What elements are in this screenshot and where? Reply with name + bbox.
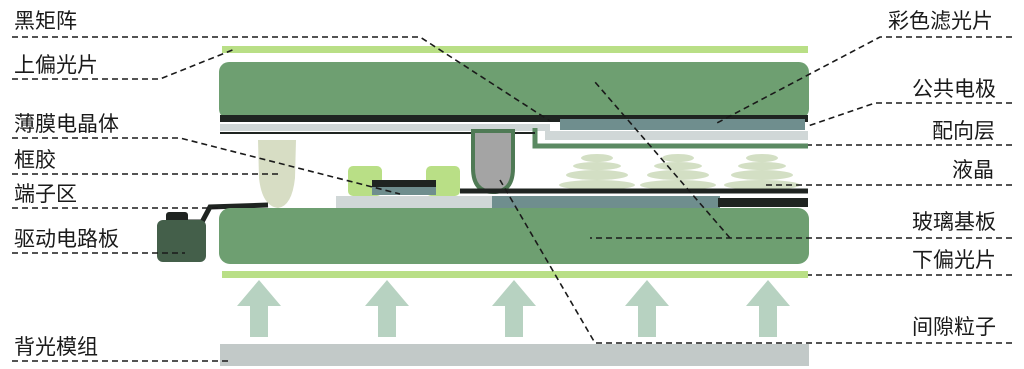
lower-black-strip (718, 198, 808, 207)
label-terminal-area: 端子区 (14, 182, 77, 206)
label-liquid-crystal: 液晶 (952, 158, 994, 182)
tft-channel-layer (372, 187, 436, 195)
lower-polarizer (222, 271, 808, 278)
light-arrow-icon (746, 280, 790, 337)
light-arrow-icon (492, 280, 536, 337)
label-black-matrix: 黑矩阵 (14, 9, 77, 33)
upper-alignment-layer-right (545, 131, 808, 140)
label-backlight-module: 背光模组 (14, 335, 98, 359)
label-sealant: 框胶 (14, 148, 56, 172)
backlight-module (220, 344, 809, 366)
light-arrow-icon (625, 280, 669, 337)
upper-alignment-layer (220, 124, 550, 131)
liquid-crystal-group (559, 154, 800, 190)
leader-black-matrix (12, 36, 551, 122)
color-filter (560, 119, 805, 130)
label-lower-polarizer: 下偏光片 (912, 248, 996, 272)
spacer-ball (471, 129, 515, 195)
leader-glass-substrate-2 (594, 81, 731, 239)
label-upper-polarizer: 上偏光片 (14, 53, 98, 77)
light-arrow-icon (237, 280, 281, 337)
upper-polarizer (222, 46, 808, 53)
leader-spacer (499, 179, 1012, 344)
label-common-electrode: 公共电极 (912, 77, 996, 101)
upper-glass-substrate (219, 62, 809, 119)
backlight-arrows (237, 280, 790, 337)
tft-channel (372, 180, 436, 189)
leader-upper-polarizer (12, 48, 236, 80)
driver-circuit-board (157, 220, 206, 262)
light-arrow-icon (365, 280, 409, 337)
leader-common-electrode (807, 102, 1012, 127)
black-matrix-layer (220, 115, 808, 122)
label-driver-board: 驱动电路板 (14, 227, 119, 251)
label-tft: 薄膜电晶体 (14, 112, 119, 136)
label-glass-substrate: 玻璃基板 (912, 210, 996, 234)
lower-alignment-layer (336, 196, 496, 209)
label-color-filter: 彩色滤光片 (888, 9, 993, 33)
leader-tft (12, 137, 401, 195)
label-spacer: 间隙粒子 (912, 315, 996, 339)
label-alignment-layer: 配向层 (932, 119, 995, 143)
leader-lines (12, 36, 1012, 362)
pixel-electrode (492, 196, 720, 209)
leader-color-filter (714, 36, 1012, 125)
lower-glass-substrate (219, 208, 809, 264)
